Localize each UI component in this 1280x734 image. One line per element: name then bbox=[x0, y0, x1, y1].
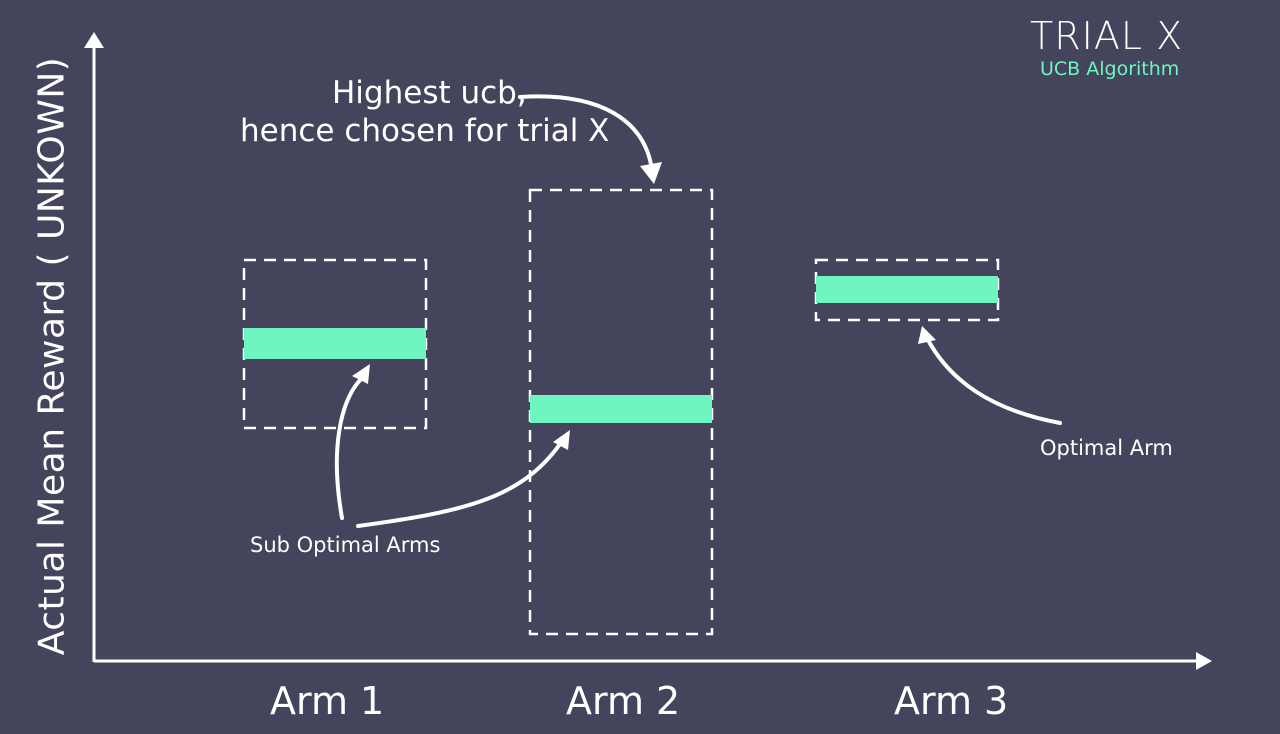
optimal-arm-label: Optimal Arm bbox=[1040, 436, 1173, 460]
sub-optimal-arrowhead-arm-2 bbox=[553, 430, 570, 450]
arm-1-mean-bar bbox=[244, 328, 426, 359]
sub-optimal-arms-label: Sub Optimal Arms bbox=[250, 533, 441, 557]
arm-3-label: Arm 3 bbox=[894, 679, 1009, 723]
y-axis-arrowhead bbox=[84, 32, 104, 48]
highest-ucb-arrowhead bbox=[640, 162, 662, 184]
y-axis-label: Actual Mean Reward ( UNKOWN) bbox=[31, 56, 73, 656]
diagram-subtitle: UCB Algorithm bbox=[1040, 58, 1180, 80]
arm-2-mean-bar bbox=[530, 395, 712, 423]
diagram-title: TRIAL X bbox=[1030, 14, 1184, 58]
sub-optimal-arrow-arm-1 bbox=[334, 376, 364, 520]
x-axis-arrowhead bbox=[1196, 652, 1212, 670]
arm-1-label: Arm 1 bbox=[270, 679, 385, 723]
highest-ucb-arrow bbox=[518, 94, 654, 172]
highest-ucb-label-line-2: hence chosen for trial X bbox=[240, 113, 610, 149]
arm-3-mean-bar bbox=[816, 276, 998, 303]
optimal-arrow bbox=[926, 338, 1062, 425]
sub-optimal-arrowhead-arm-1 bbox=[352, 364, 370, 384]
optimal-arrowhead bbox=[918, 326, 936, 344]
arm-2-label: Arm 2 bbox=[566, 679, 681, 723]
highest-ucb-label-line-1: Highest ucb, bbox=[332, 75, 527, 111]
sub-optimal-arrow-arm-2 bbox=[356, 442, 562, 528]
